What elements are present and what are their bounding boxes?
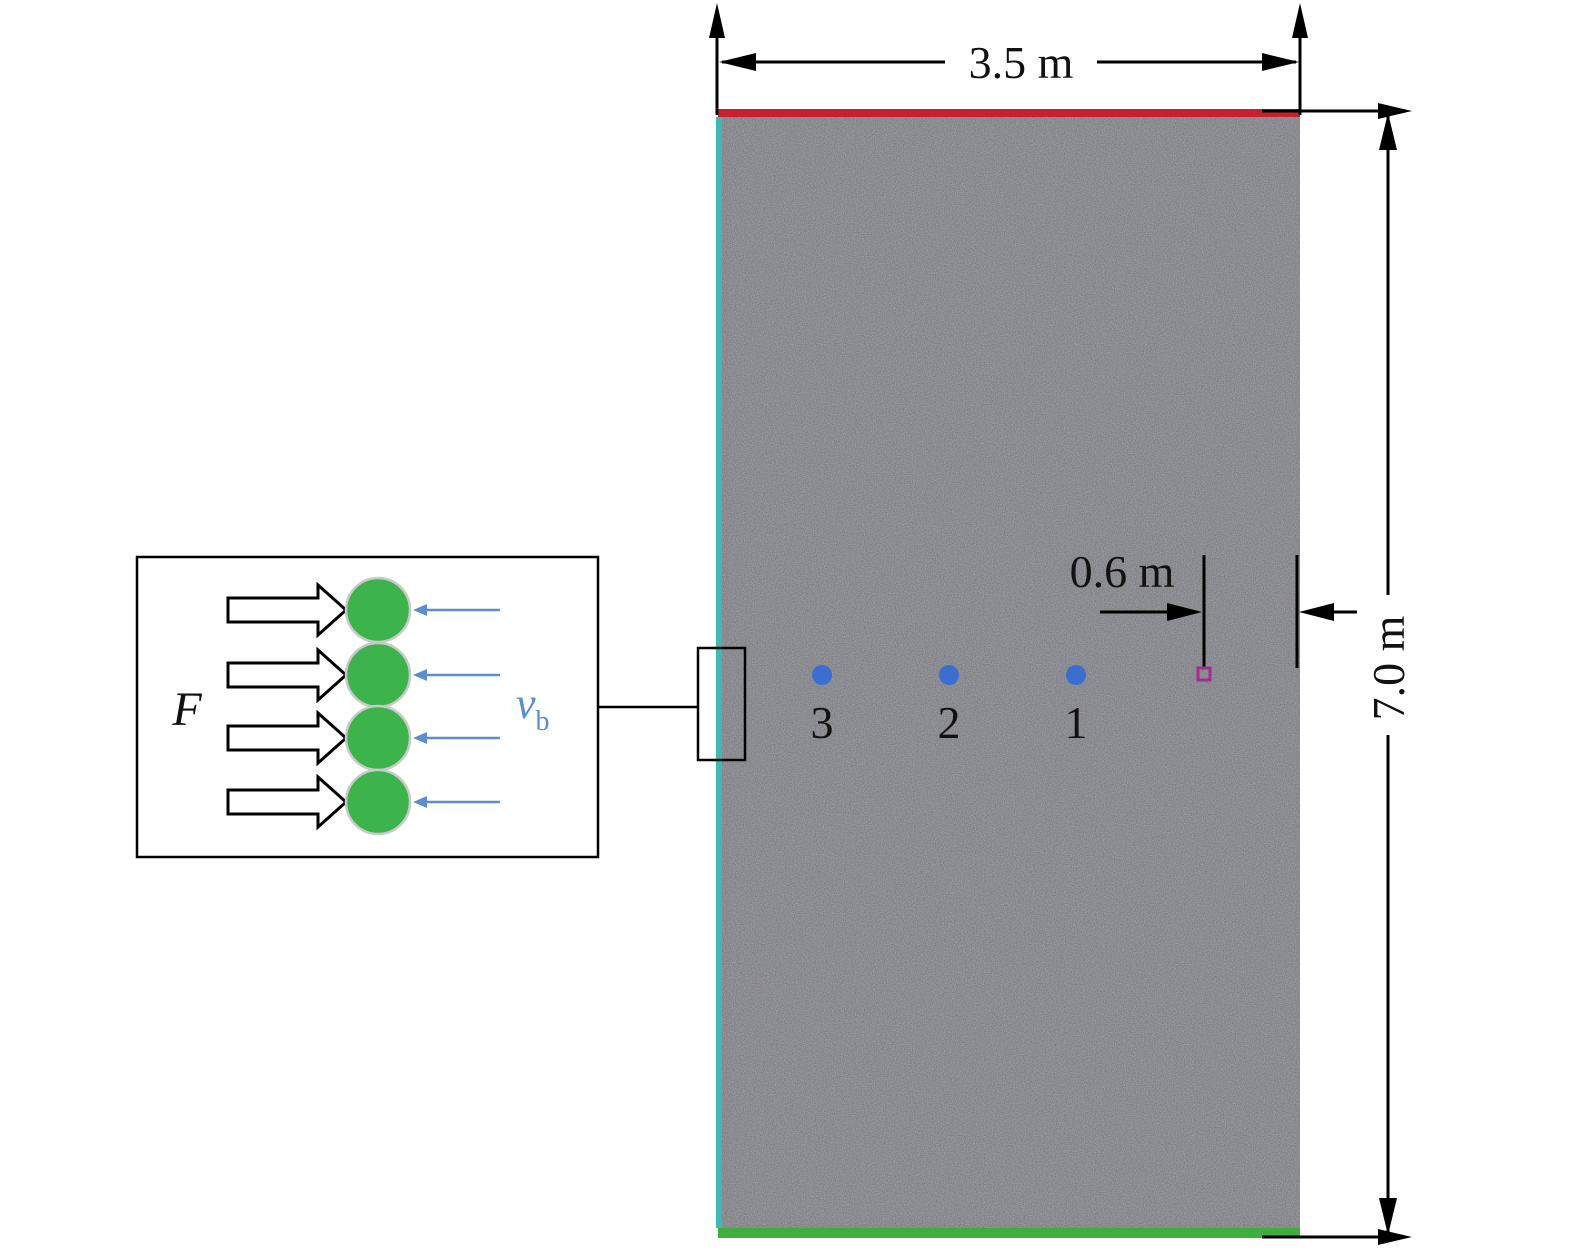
offset-arrowhead-right	[1299, 603, 1334, 621]
height-extension-top-arrowhead	[1378, 103, 1412, 119]
left-boundary	[716, 117, 722, 1228]
velocity-label-symbol: v	[516, 679, 536, 728]
height-label: 7.0 m	[1363, 615, 1414, 720]
zoom-region-box	[696, 646, 747, 762]
boundary-particle-1	[344, 576, 412, 644]
width-arrowhead-right	[1262, 53, 1299, 71]
specimen	[716, 109, 1300, 1238]
monitoring-point-3	[812, 665, 832, 685]
source-marker	[1196, 666, 1212, 682]
top-boundary	[718, 109, 1300, 117]
monitoring-point-label-1: 1	[1065, 697, 1088, 748]
force-arrow-2	[226, 646, 349, 704]
boundary-particle-2	[344, 641, 412, 709]
force-label: F	[171, 683, 202, 736]
width-dimension	[709, 3, 1308, 115]
monitoring-point-1	[1066, 665, 1086, 685]
boundary-inset: F vb	[135, 555, 600, 859]
force-arrow-1	[226, 581, 349, 639]
height-arrowhead-bottom	[1379, 1198, 1397, 1235]
offset-label: 0.6 m	[1070, 546, 1175, 597]
width-extension-left-arrowhead	[709, 3, 725, 38]
velocity-arrows	[413, 604, 500, 808]
velocity-label: vb	[516, 679, 550, 737]
boundary-particles	[344, 576, 412, 836]
force-arrow-4	[226, 773, 349, 831]
force-arrow-3	[226, 709, 349, 767]
specimen-texture	[718, 113, 1300, 1238]
offset-dimension	[1100, 555, 1357, 668]
monitoring-point-2	[939, 665, 959, 685]
velocity-arrow-2-head	[413, 669, 427, 681]
velocity-arrow-3-head	[413, 732, 427, 744]
monitoring-points: 3 2 1	[811, 665, 1088, 748]
offset-arrowhead-left	[1167, 603, 1202, 621]
bottom-boundary	[718, 1228, 1300, 1238]
boundary-particle-3	[344, 704, 412, 772]
height-extension-bottom-arrowhead	[1378, 1229, 1412, 1245]
velocity-arrow-1-head	[413, 604, 427, 616]
height-arrowhead-top	[1379, 113, 1397, 150]
height-dimension	[1262, 103, 1412, 1245]
monitoring-point-label-3: 3	[811, 697, 834, 748]
boundary-particle-4	[344, 768, 412, 836]
force-arrows	[226, 581, 349, 831]
velocity-arrow-4-head	[413, 796, 427, 808]
width-label: 3.5 m	[969, 37, 1074, 88]
velocity-label-subscript: b	[536, 706, 550, 737]
width-arrowhead-left	[719, 53, 756, 71]
monitoring-point-label-2: 2	[938, 697, 961, 748]
width-extension-right-arrowhead	[1292, 3, 1308, 38]
